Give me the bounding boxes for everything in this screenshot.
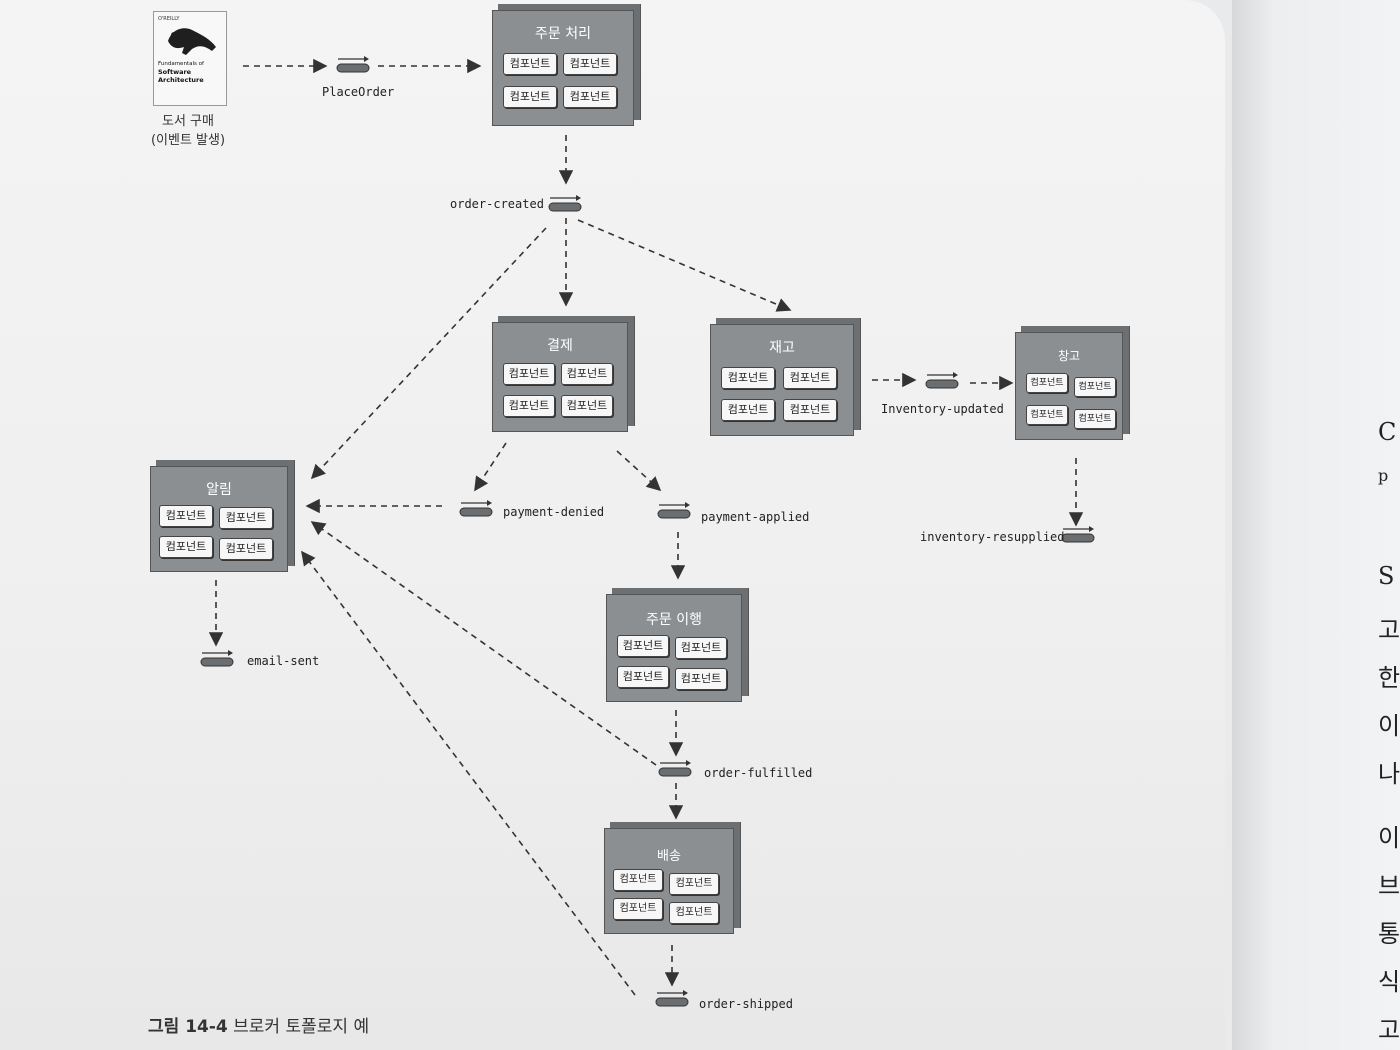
component-box: 컴포넌트 <box>1074 377 1116 397</box>
component-box: 컴포넌트 <box>669 902 719 924</box>
topic-inventory-updated-icon <box>925 372 959 389</box>
topic-inventory-updated-label: Inventory-updated <box>881 402 1004 416</box>
animal-illustration-icon <box>168 28 216 55</box>
facing-page <box>1232 0 1400 1050</box>
node-notification: 알림 컴포넌트 컴포넌트 컴포넌트 컴포넌트 <box>150 466 288 572</box>
component-box: 컴포넌트 <box>503 86 557 108</box>
node-title: 창고 <box>1057 349 1081 363</box>
right-page-glyph: 나 <box>1378 760 1400 788</box>
topic-inventory-resupplied-icon <box>1061 526 1095 543</box>
component-box: 컴포넌트 <box>783 399 837 421</box>
arrow-payment-to-payment-applied <box>616 450 662 492</box>
component-box: 컴포넌트 <box>669 873 719 895</box>
right-page-glyph: 통 <box>1378 920 1400 948</box>
arrow-order-fulfilled-to-notification <box>310 521 657 766</box>
figure-number: 그림 14-4 <box>148 1017 228 1037</box>
component-box: 컴포넌트 <box>613 869 663 891</box>
component-box: 컴포넌트 <box>561 363 613 385</box>
topic-payment-denied-label: payment-denied <box>503 505 605 519</box>
topic-inventory-resupplied-label: inventory-resupplied <box>920 530 1065 544</box>
node-title: 배송 <box>657 849 681 864</box>
figure-caption: 그림 14-4 브로커 토폴로지 예 <box>148 1012 369 1037</box>
node-warehouse: 창고 컴포넌트 컴포넌트 컴포넌트 컴포넌트 <box>1015 332 1123 440</box>
component-box: 컴포넌트 <box>1074 409 1116 429</box>
node-order-processing: 주문 처리 컴포넌트 컴포넌트 컴포넌트 컴포넌트 <box>492 10 634 126</box>
topic-email-sent-label: email-sent <box>247 654 320 668</box>
node-title: 재고 <box>769 340 795 356</box>
book-label: 도서 구매 (이벤트 발생) <box>150 114 226 148</box>
component-box: 컴포넌트 <box>219 507 273 529</box>
right-page-glyph: 이 <box>1378 824 1400 852</box>
book-cover: O'REILLY Fundamentals of Software Archit… <box>153 11 227 106</box>
topic-order-fulfilled-icon <box>658 760 692 777</box>
component-box: 컴포넌트 <box>613 898 663 920</box>
right-page-glyph: 고 <box>1378 616 1400 644</box>
component-box: 컴포넌트 <box>721 399 775 421</box>
right-page-glyph: p <box>1378 466 1389 485</box>
node-title: 주문 처리 <box>535 26 591 42</box>
node-order-fulfillment: 주문 이행 컴포넌트 컴포넌트 컴포넌트 컴포넌트 <box>606 594 742 702</box>
topic-placeorder-icon <box>336 56 370 73</box>
topic-order-shipped-icon <box>655 990 689 1007</box>
arrow-order-created-to-inventory <box>577 219 792 312</box>
topic-payment-denied-icon <box>459 500 493 517</box>
component-box: 컴포넌트 <box>561 395 613 417</box>
component-box: 컴포넌트 <box>503 395 555 417</box>
component-box: 컴포넌트 <box>159 536 213 558</box>
topic-order-shipped-label: order-shipped <box>699 997 793 1011</box>
component-box: 컴포넌트 <box>219 538 273 560</box>
node-title: 알림 <box>206 482 232 498</box>
component-box: 컴포넌트 <box>159 505 213 527</box>
component-box: 컴포넌트 <box>617 666 669 688</box>
component-box: 컴포넌트 <box>503 53 557 75</box>
right-page-glyph: C <box>1378 418 1397 446</box>
right-page-glyph: 한 <box>1378 664 1400 692</box>
component-box: 컴포넌트 <box>783 367 837 389</box>
right-page-glyph: 식 <box>1378 968 1400 996</box>
figure-title: 브로커 토폴로지 예 <box>233 1017 370 1037</box>
component-box: 컴포넌트 <box>617 635 669 657</box>
node-inventory: 재고 컴포넌트 컴포넌트 컴포넌트 컴포넌트 <box>710 324 854 436</box>
right-page-glyph: 이 <box>1378 712 1400 740</box>
book-title: Fundamentals of Software Architecture <box>158 61 204 84</box>
topic-order-created-icon <box>548 195 582 212</box>
component-box: 컴포넌트 <box>503 363 555 385</box>
flow-arrows <box>208 58 1084 996</box>
topic-payment-applied-icon <box>657 502 691 519</box>
arrow-payment-to-payment-denied <box>474 442 507 492</box>
arrow-order-created-to-notification <box>310 227 547 480</box>
topic-order-fulfilled-label: order-fulfilled <box>704 766 813 780</box>
component-box: 컴포넌트 <box>675 637 727 659</box>
component-box: 컴포넌트 <box>675 668 727 690</box>
component-box: 컴포넌트 <box>1026 405 1068 425</box>
topic-payment-applied-label: payment-applied <box>701 510 810 524</box>
component-box: 컴포넌트 <box>563 53 617 75</box>
right-page-glyph: S <box>1378 562 1395 590</box>
publisher-logo: O'REILLY <box>158 16 180 22</box>
topic-email-sent-icon <box>200 650 234 667</box>
component-box: 컴포넌트 <box>563 86 617 108</box>
node-title: 주문 이행 <box>646 612 702 628</box>
arrow-order-shipped-to-notification <box>301 550 636 996</box>
node-shipping: 배송 컴포넌트 컴포넌트 컴포넌트 컴포넌트 <box>604 828 734 934</box>
topic-order-created-label: order-created <box>450 197 544 211</box>
node-payment: 결제 컴포넌트 컴포넌트 컴포넌트 컴포넌트 <box>492 322 628 432</box>
topic-placeorder-label: PlaceOrder <box>322 85 395 99</box>
component-box: 컴포넌트 <box>1026 373 1068 393</box>
right-page-glyph: 고 <box>1378 1016 1400 1044</box>
node-title: 결제 <box>547 338 573 354</box>
right-page-glyph: 브 <box>1378 872 1400 900</box>
component-box: 컴포넌트 <box>721 367 775 389</box>
